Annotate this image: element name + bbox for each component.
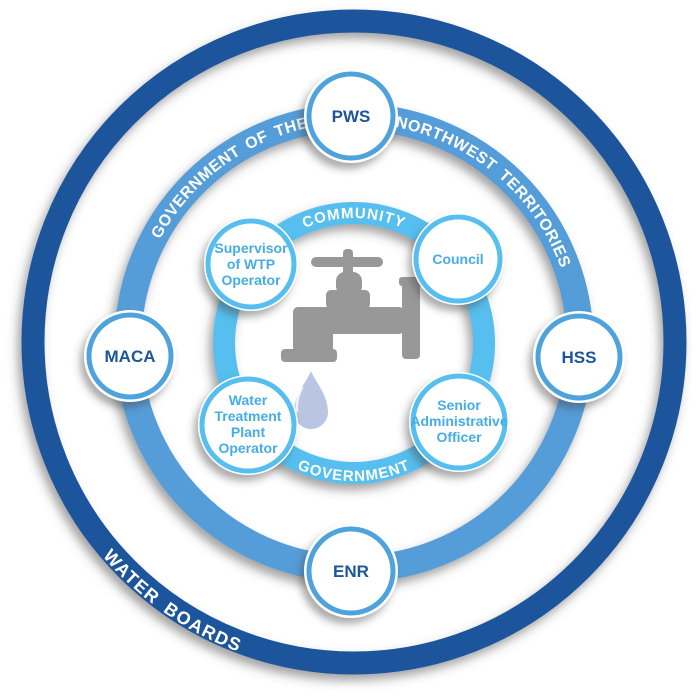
node-sao-line1: Senior	[437, 397, 481, 413]
node-enr-circle	[306, 526, 396, 616]
node-wtpo-line2: Treatment	[215, 408, 282, 424]
node-maca: MACA	[84, 310, 176, 402]
node-wtpo-line1: Water	[229, 392, 268, 408]
faucet-neck	[336, 272, 362, 295]
node-pws: PWS	[304, 69, 398, 163]
node-maca-circle	[86, 312, 174, 400]
node-sao-line2: Administrative	[410, 413, 507, 429]
node-maca-label: MACA	[105, 347, 156, 366]
water-drop-icon	[294, 371, 328, 429]
faucet-icon	[281, 249, 423, 362]
node-senior-administrative-officer: Senior Administrative Officer	[409, 372, 509, 472]
node-wtpo-line4: Operator	[218, 440, 278, 456]
inner-ring-community	[213, 202, 495, 484]
node-sao-line3: Officer	[436, 429, 482, 445]
node-supervisor-circle	[205, 218, 297, 310]
outer-ring-label: WATER BOARDS	[99, 545, 245, 655]
node-sao-circle	[410, 373, 508, 471]
water-boards-arc-text: WATER BOARDS	[99, 545, 243, 655]
node-supervisor-line3: Operator	[221, 272, 281, 288]
node-pws-label: PWS	[332, 107, 371, 126]
node-council: Council	[412, 213, 504, 305]
water-drop-shape	[294, 371, 328, 429]
node-pws-circle	[306, 71, 396, 161]
node-hss-label: HSS	[562, 348, 597, 367]
node-water-treatment-plant-operator: Water Treatment Plant Operator	[198, 375, 298, 475]
node-wtpo-circle	[199, 376, 297, 474]
node-enr: ENR	[304, 524, 398, 618]
node-hss-circle	[535, 313, 623, 401]
node-supervisor-line1: Supervisor	[214, 240, 288, 256]
faucet-stem	[343, 249, 353, 279]
node-council-circle	[413, 214, 503, 304]
water-drop-highlight	[295, 386, 304, 413]
node-hss: HSS	[533, 311, 625, 403]
faucet-body-and-spout	[293, 307, 404, 352]
node-enr-label: ENR	[333, 562, 369, 581]
node-supervisor-of-wtp-operator: Supervisor of WTP Operator	[204, 217, 298, 311]
outer-ring-water-boards	[21, 9, 687, 675]
node-wtpo-line3: Plant	[231, 424, 266, 440]
node-council-label: Council	[432, 251, 483, 267]
faucet-right-pipe	[402, 279, 420, 359]
faucet-spout-foot	[281, 349, 337, 362]
node-supervisor-line2: of WTP	[227, 256, 275, 272]
faucet-collar	[326, 290, 370, 309]
